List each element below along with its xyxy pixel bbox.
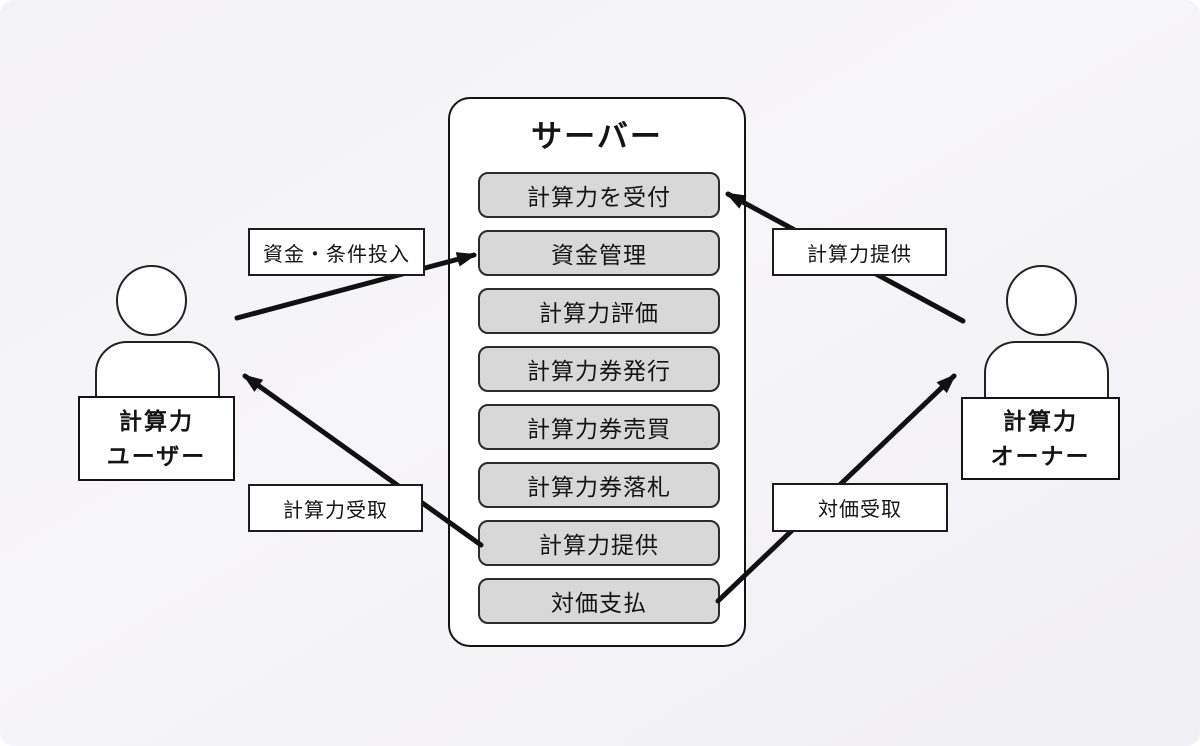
- server-function-provide-compute: 計算力提供: [478, 520, 720, 566]
- user-person-head-icon: [116, 265, 187, 336]
- server-title: サーバー: [531, 119, 663, 154]
- server-function-accept-compute: 計算力を受付: [478, 172, 720, 218]
- server-function-ticket-trade: 計算力券売買: [478, 404, 720, 450]
- server-function-fund-management: 資金管理: [478, 230, 720, 276]
- user-label-box: 計算力 ユーザー: [78, 396, 235, 481]
- owner-label-line2: オーナー: [990, 442, 1091, 469]
- server-function-ticket-issue: 計算力券発行: [478, 346, 720, 392]
- flow-label-receive-compensation: 対価受取: [772, 483, 948, 532]
- owner-label-line1: 計算力: [1003, 407, 1078, 434]
- user-label-line1: 計算力: [119, 407, 194, 434]
- flow-label-provide-compute: 計算力提供: [772, 228, 947, 276]
- server-function-compute-evaluation: 計算力評価: [478, 288, 720, 334]
- flow-label-invest-funds: 資金・条件投入: [248, 228, 425, 276]
- user-label-line2: ユーザー: [106, 442, 207, 469]
- owner-label-box: 計算力 オーナー: [961, 397, 1120, 480]
- flow-label-receive-compute: 計算力受取: [248, 484, 423, 532]
- server-function-ticket-award: 計算力券落札: [478, 462, 720, 508]
- server-function-pay-compensation: 対価支払: [478, 578, 720, 624]
- owner-person-head-icon: [1006, 265, 1077, 336]
